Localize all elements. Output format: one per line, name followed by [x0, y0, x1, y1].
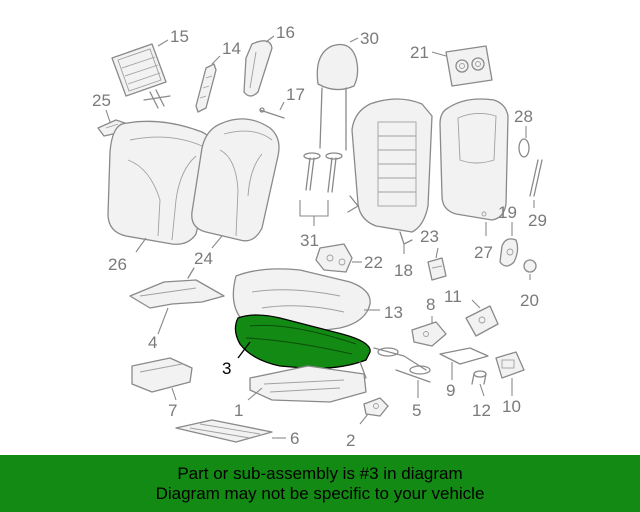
callout-18: 18 — [394, 261, 413, 280]
part-29-shape — [529, 159, 543, 197]
part-14-shape — [195, 63, 217, 113]
notice-banner: Part or sub-assembly is #3 in diagram Di… — [0, 455, 640, 512]
callout-10: 10 — [502, 397, 521, 416]
callout-25: 25 — [92, 91, 111, 110]
part-19-shape — [499, 238, 519, 267]
part-28-shape — [518, 138, 530, 158]
callout-13: 13 — [384, 303, 403, 322]
part-26-shape — [107, 120, 216, 245]
callout-20: 20 — [520, 291, 539, 310]
part-3-highlighted-shape — [234, 314, 371, 369]
part-8-shape — [411, 321, 447, 347]
part-5-shape — [373, 347, 431, 383]
part-23-shape — [427, 257, 447, 281]
part-15-shape — [111, 43, 171, 109]
callout-31: 31 — [300, 231, 319, 250]
part-27-shape — [439, 98, 509, 221]
callout-23: 23 — [420, 227, 439, 246]
callout-4: 4 — [148, 333, 157, 352]
callout-28: 28 — [514, 107, 533, 126]
part-4-shape — [129, 267, 225, 309]
callout-26: 26 — [108, 255, 127, 274]
part-1-shape — [249, 361, 367, 403]
callout-16: 16 — [276, 23, 295, 42]
callout-30: 30 — [360, 29, 379, 48]
callout-15: 15 — [170, 27, 189, 46]
part-2-shape — [363, 397, 389, 417]
callout-6: 6 — [290, 429, 299, 448]
part-30-shape — [316, 43, 359, 151]
part-17-shape — [259, 107, 285, 119]
part-31-shape — [299, 152, 343, 226]
part-6-shape — [175, 419, 273, 443]
callout-11: 11 — [444, 287, 462, 306]
callout-24: 24 — [194, 249, 213, 268]
callout-5: 5 — [412, 401, 421, 420]
callout-17: 17 — [286, 85, 305, 104]
part-9-shape — [439, 347, 489, 365]
part-20-shape — [523, 259, 537, 273]
callout-9: 9 — [446, 381, 455, 400]
callout-2: 2 — [346, 431, 355, 450]
part-22-shape — [315, 243, 353, 273]
callout-8: 8 — [426, 295, 435, 314]
callout-27: 27 — [474, 243, 493, 262]
part-18-shape — [347, 98, 433, 245]
notice-line-disclaimer: Diagram may not be specific to your vehi… — [155, 483, 485, 503]
callout-21: 21 — [410, 43, 429, 62]
part-11-shape — [465, 305, 499, 337]
callout-7: 7 — [168, 401, 177, 420]
callout-22: 22 — [364, 253, 383, 272]
part-21-shape — [445, 45, 493, 87]
part-24-shape — [191, 118, 280, 242]
part-16-shape — [243, 40, 273, 97]
seat-exploded-diagram: 1 2 3 4 5 6 7 8 9 10 11 12 13 14 15 16 1… — [92, 23, 547, 450]
part-7-shape — [131, 357, 193, 393]
callout-3: 3 — [222, 359, 231, 378]
callout-14: 14 — [222, 39, 241, 58]
part-10-shape — [495, 351, 525, 379]
callout-29: 29 — [528, 211, 547, 230]
part-12-shape — [471, 370, 487, 385]
callout-19: 19 — [498, 203, 517, 222]
callout-12: 12 — [472, 401, 491, 420]
notice-line-part: Part or sub-assembly is #3 in diagram — [177, 463, 463, 483]
callout-1: 1 — [234, 401, 243, 420]
